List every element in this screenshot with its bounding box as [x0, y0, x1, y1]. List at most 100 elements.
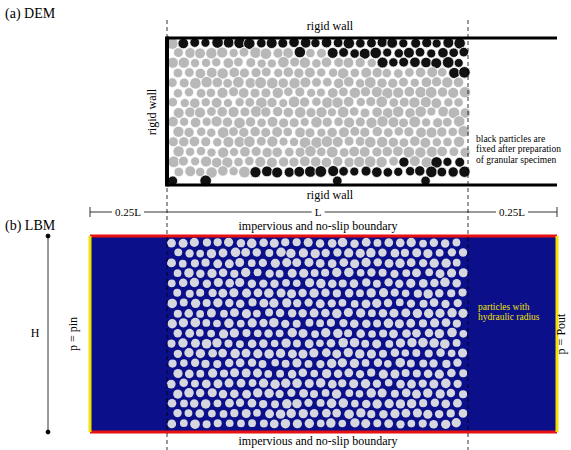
- particle: [350, 167, 359, 176]
- particle: [334, 58, 344, 68]
- particle: [458, 309, 467, 318]
- particle: [237, 320, 245, 328]
- particle: [429, 420, 438, 429]
- particle: [310, 409, 319, 418]
- particle: [195, 409, 204, 418]
- particle: [259, 400, 267, 408]
- particle: [168, 279, 176, 287]
- particle: [328, 279, 337, 288]
- particle: [377, 57, 388, 68]
- particle: [322, 249, 330, 257]
- particle: [261, 88, 271, 98]
- particle: [168, 399, 177, 408]
- particle: [185, 147, 194, 156]
- particle: [350, 418, 359, 427]
- particle: [349, 146, 360, 157]
- particle: [373, 399, 382, 408]
- particle: [272, 87, 283, 98]
- particle: [376, 156, 387, 167]
- particle: [332, 409, 341, 418]
- particle: [174, 350, 182, 358]
- particle: [248, 318, 257, 327]
- particle: [288, 328, 297, 337]
- particle: [327, 319, 335, 327]
- particle: [354, 156, 365, 167]
- particle: [212, 77, 222, 87]
- particle: [382, 68, 391, 77]
- particle: [441, 379, 451, 389]
- particle: [214, 238, 222, 246]
- particle: [196, 310, 204, 318]
- particle: [327, 47, 338, 58]
- particle: [190, 59, 199, 68]
- particle: [355, 137, 365, 147]
- particle: [419, 360, 427, 368]
- particle: [260, 48, 272, 60]
- particle: [394, 127, 403, 136]
- particle: [388, 78, 398, 88]
- particle: [367, 369, 375, 377]
- particle: [321, 57, 332, 68]
- dimension-label: H: [31, 327, 40, 340]
- particle: [256, 38, 266, 48]
- particle: [311, 269, 319, 277]
- particle: [201, 38, 210, 47]
- particle: [430, 318, 439, 327]
- particle: [207, 107, 217, 117]
- particle: [344, 117, 355, 128]
- dimension-lines: [46, 20, 557, 450]
- particle: [440, 278, 450, 288]
- particle: [389, 58, 398, 67]
- particle: [196, 250, 204, 258]
- particle: [339, 87, 349, 97]
- particle: [412, 329, 421, 338]
- particle: [190, 77, 202, 89]
- particle: [356, 97, 365, 106]
- particle: [396, 399, 405, 408]
- particle: [230, 270, 238, 278]
- particle: [327, 399, 337, 409]
- particle: [459, 409, 468, 418]
- particle: [385, 259, 394, 268]
- particle: [459, 268, 468, 277]
- particle: [267, 97, 277, 107]
- particle: [288, 349, 297, 358]
- pressure-boundary: [89, 236, 92, 432]
- particle: [344, 368, 353, 377]
- particle: [305, 360, 313, 368]
- particle: [322, 389, 330, 397]
- particle: [294, 107, 305, 118]
- particle: [447, 328, 457, 338]
- boundary-label: p = pin: [67, 317, 80, 351]
- wall-label: rigid wall: [307, 20, 353, 33]
- particle: [274, 68, 283, 77]
- particle: [230, 389, 239, 398]
- particle: [186, 290, 194, 298]
- particle: [332, 268, 341, 277]
- particle: [207, 269, 216, 278]
- particle: [265, 409, 274, 418]
- particle: [366, 248, 375, 257]
- particle: [178, 156, 188, 166]
- particle: [356, 408, 365, 417]
- particle: [426, 146, 437, 157]
- particle: [293, 320, 301, 328]
- particle: [395, 280, 403, 288]
- particle: [299, 269, 308, 278]
- particle: [228, 107, 239, 118]
- rigid-wall: [167, 184, 557, 187]
- particle: [412, 390, 421, 399]
- particle: [338, 338, 348, 348]
- particle: [459, 67, 471, 79]
- particle: [411, 38, 421, 48]
- particle: [173, 369, 182, 378]
- particle: [317, 399, 325, 407]
- particle: [305, 379, 314, 388]
- particle: [190, 278, 199, 287]
- particle: [423, 410, 432, 419]
- particle: [413, 408, 422, 417]
- particle: [367, 268, 375, 276]
- particle: [167, 299, 177, 309]
- particle: [317, 420, 325, 428]
- particle: [191, 318, 201, 328]
